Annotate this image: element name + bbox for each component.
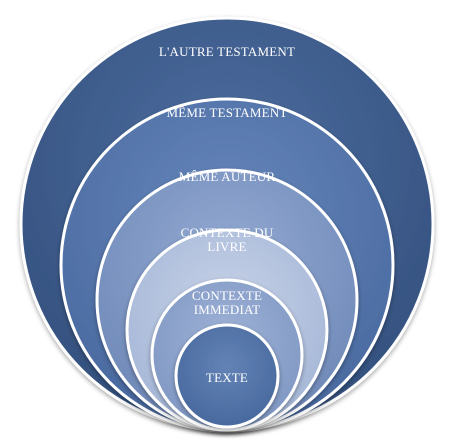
circle-texte [174,323,280,429]
label-texte: TEXTE [206,370,248,385]
label-contexte-immediat-line2: IMMEDIAT [194,302,261,317]
label-contexte-du-livre-line2: LIVRE [207,239,246,254]
label-meme-testament: MÊME TESTAMENT [166,105,287,120]
label-contexte-immediat-line1: CONTEXTE [192,288,262,303]
label-meme-auteur: MÊME AUTEUR [179,169,276,184]
label-contexte-du-livre-line1: CONTEXTE DU [181,225,274,240]
label-autre-testament: L'AUTRE TESTAMENT [159,44,295,59]
